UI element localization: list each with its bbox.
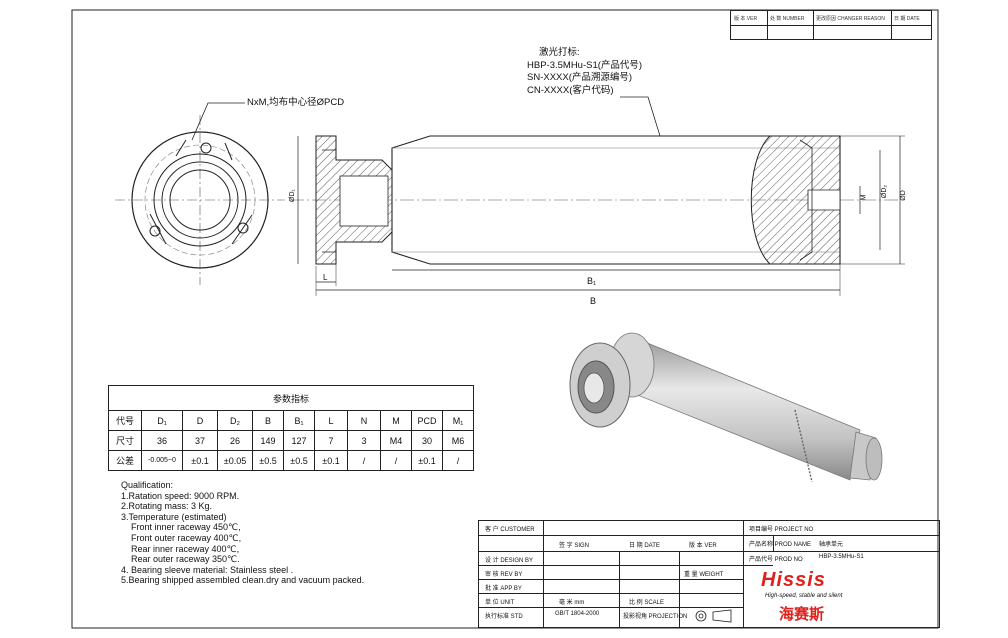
tb-product-name-label: 产品名称 PROD NAME — [749, 542, 812, 548]
tb-design-label: 设 计 DESIGN BY — [485, 558, 534, 564]
tb-scale-label: 比 例 SCALE — [629, 600, 665, 606]
table-cell: 37 — [182, 430, 218, 451]
table-cell: ±0.05 — [217, 450, 253, 471]
dim-d1: ØD₁ — [288, 189, 296, 202]
table-header-cell: L — [314, 410, 348, 431]
laser-mark-note: 激光打标: HBP-3.5MHu-S1(产品代号) SN-XXXX(产品溯源编号… — [527, 47, 654, 97]
tb-unit-label: 单 位 UNIT — [485, 600, 515, 606]
table-cell: ±0.5 — [252, 450, 284, 471]
note-line: 4. Bearing sleeve material: Stainless st… — [121, 564, 294, 575]
dim-m: M — [860, 194, 868, 201]
table-cell: ±0.1 — [182, 450, 218, 471]
note-line: Qualification: — [121, 480, 174, 490]
table-header-cell: B — [252, 410, 284, 431]
revision-block: 版 本 VER 处 数 NUMBER 更改原因 CHANGER REASON 日… — [730, 10, 932, 40]
table-row: 公差 -0.005~0 ±0.1 ±0.05 ±0.5 ±0.5 ±0.1 / … — [108, 450, 474, 471]
product-render — [569, 332, 883, 483]
table-cell: 26 — [217, 430, 253, 451]
table-cell: M6 — [442, 430, 474, 451]
table-cell: 公差 — [108, 450, 142, 471]
hole-pattern-callout: NxM,均布中心径ØPCD — [247, 97, 345, 108]
section-view — [290, 135, 905, 296]
tb-std-value: GB/T 1804-2000 — [555, 611, 600, 617]
tb-project-no-label: 项目编号 PROJECT NO — [749, 527, 814, 533]
table-header-cell: M — [380, 410, 412, 431]
table-cell: 149 — [252, 430, 284, 451]
table-header-cell: D — [182, 410, 218, 431]
table-cell: 7 — [314, 430, 348, 451]
table-header-cell: PCD — [411, 410, 443, 431]
laser-mark-line2: SN-XXXX(产品溯源编号) — [527, 72, 633, 83]
table-cell: / — [442, 450, 474, 471]
tb-date-label: 日 期 DATE — [629, 543, 660, 549]
dim-l: L — [323, 273, 328, 282]
laser-mark-heading: 激光打标: — [539, 47, 580, 58]
table-cell: / — [347, 450, 381, 471]
brand-logo-cn: 海赛斯 — [779, 606, 825, 623]
parameter-table-title: 参数指标 — [108, 385, 474, 411]
dim-b: B — [590, 296, 597, 306]
table-row: 代号 D₁ D D₂ B B₁ L N M PCD M₁ — [108, 410, 474, 431]
tb-unit-value: 毫 米 mm — [559, 600, 585, 606]
table-header-cell: D₂ — [217, 410, 253, 431]
laser-mark-line3: CN-XXXX(客户代码) — [527, 84, 614, 96]
dim-d: ØD — [899, 190, 907, 201]
tb-review-label: 审 核 REV BY — [485, 572, 523, 578]
note-line: Rear outer raceway 350℃. — [131, 554, 240, 565]
qualification-notes: Qualification: 1.Ratation speed: 9000 RP… — [121, 480, 364, 586]
tb-ver-label: 版 本 VER — [689, 543, 717, 549]
parameter-table: 参数指标 代号 D₁ D D₂ B B₁ L N M PCD M₁ 尺寸 36 … — [108, 385, 474, 471]
table-cell: 尺寸 — [108, 430, 142, 451]
note-line: 3.Temperature (estimated) — [121, 511, 227, 522]
tb-product-no-value: HBP-3.5MHu-S1 — [819, 554, 864, 560]
table-cell: 127 — [283, 430, 315, 451]
dim-b1: B₁ — [587, 276, 597, 286]
table-header-cell: N — [347, 410, 381, 431]
table-header-cell: D₁ — [141, 410, 183, 431]
table-row: 尺寸 36 37 26 149 127 7 3 M4 30 M6 — [108, 430, 474, 451]
tb-sign-label: 签 字 SIGN — [559, 543, 590, 549]
table-header-cell: 代号 — [108, 410, 142, 431]
table-cell: ±0.1 — [411, 450, 443, 471]
note-line: Rear inner raceway 400℃, — [131, 543, 240, 554]
table-cell: 30 — [411, 430, 443, 451]
tb-projection-label: 投影视角 PROJECTION — [623, 614, 688, 620]
brand-slogan: High-speed, stable and silent — [765, 593, 843, 599]
tb-weight-label: 重 量 WEIGHT — [684, 572, 724, 578]
table-cell: M4 — [380, 430, 412, 451]
table-cell: ±0.1 — [314, 450, 348, 471]
rev-reason-label: 更改原因 CHANGER REASON — [816, 16, 885, 22]
rev-ver-label: 版 本 VER — [734, 16, 758, 22]
tb-customer-label: 客 户 CUSTOMER — [485, 527, 535, 533]
tb-product-no-label: 产品代号 PROD NO — [749, 557, 803, 563]
tb-approve-label: 批 准 APP BY — [485, 586, 522, 592]
title-block: 客 户 CUSTOMER 项目编号 PROJECT NO 产品名称 PROD N… — [478, 520, 940, 628]
tb-standard-label: 执行标准 STD — [485, 614, 523, 620]
note-line: 2.Rotating mass: 3 Kg. — [121, 501, 213, 512]
tb-product-name-value: 轴承单元 — [819, 542, 844, 548]
table-header-cell: B₁ — [283, 410, 315, 431]
projection-symbol-icon — [695, 609, 732, 623]
note-line: Front inner raceway 450℃, — [131, 522, 241, 533]
table-cell: ±0.5 — [283, 450, 315, 471]
end-view — [115, 115, 285, 285]
table-cell: 3 — [347, 430, 381, 451]
laser-mark-line1: HBP-3.5MHu-S1(产品代号) — [527, 59, 643, 71]
note-line: Front outer raceway 400℃, — [131, 532, 242, 543]
table-cell: / — [380, 450, 412, 471]
table-header-cell: M₁ — [442, 410, 474, 431]
rev-number-label: 处 数 NUMBER — [770, 16, 805, 22]
table-cell: 36 — [141, 430, 183, 451]
dim-d2: ØD₂ — [881, 184, 889, 199]
brand-logo-text: Hissis — [761, 569, 826, 591]
table-cell: -0.005~0 — [141, 450, 183, 471]
rev-date-label: 日 期 DATE — [894, 16, 920, 22]
note-line: 5.Bearing shipped assembled clean.dry an… — [121, 575, 365, 586]
note-line: 1.Ratation speed: 9000 RPM. — [121, 490, 240, 501]
sheet-frame — [71, 9, 939, 629]
